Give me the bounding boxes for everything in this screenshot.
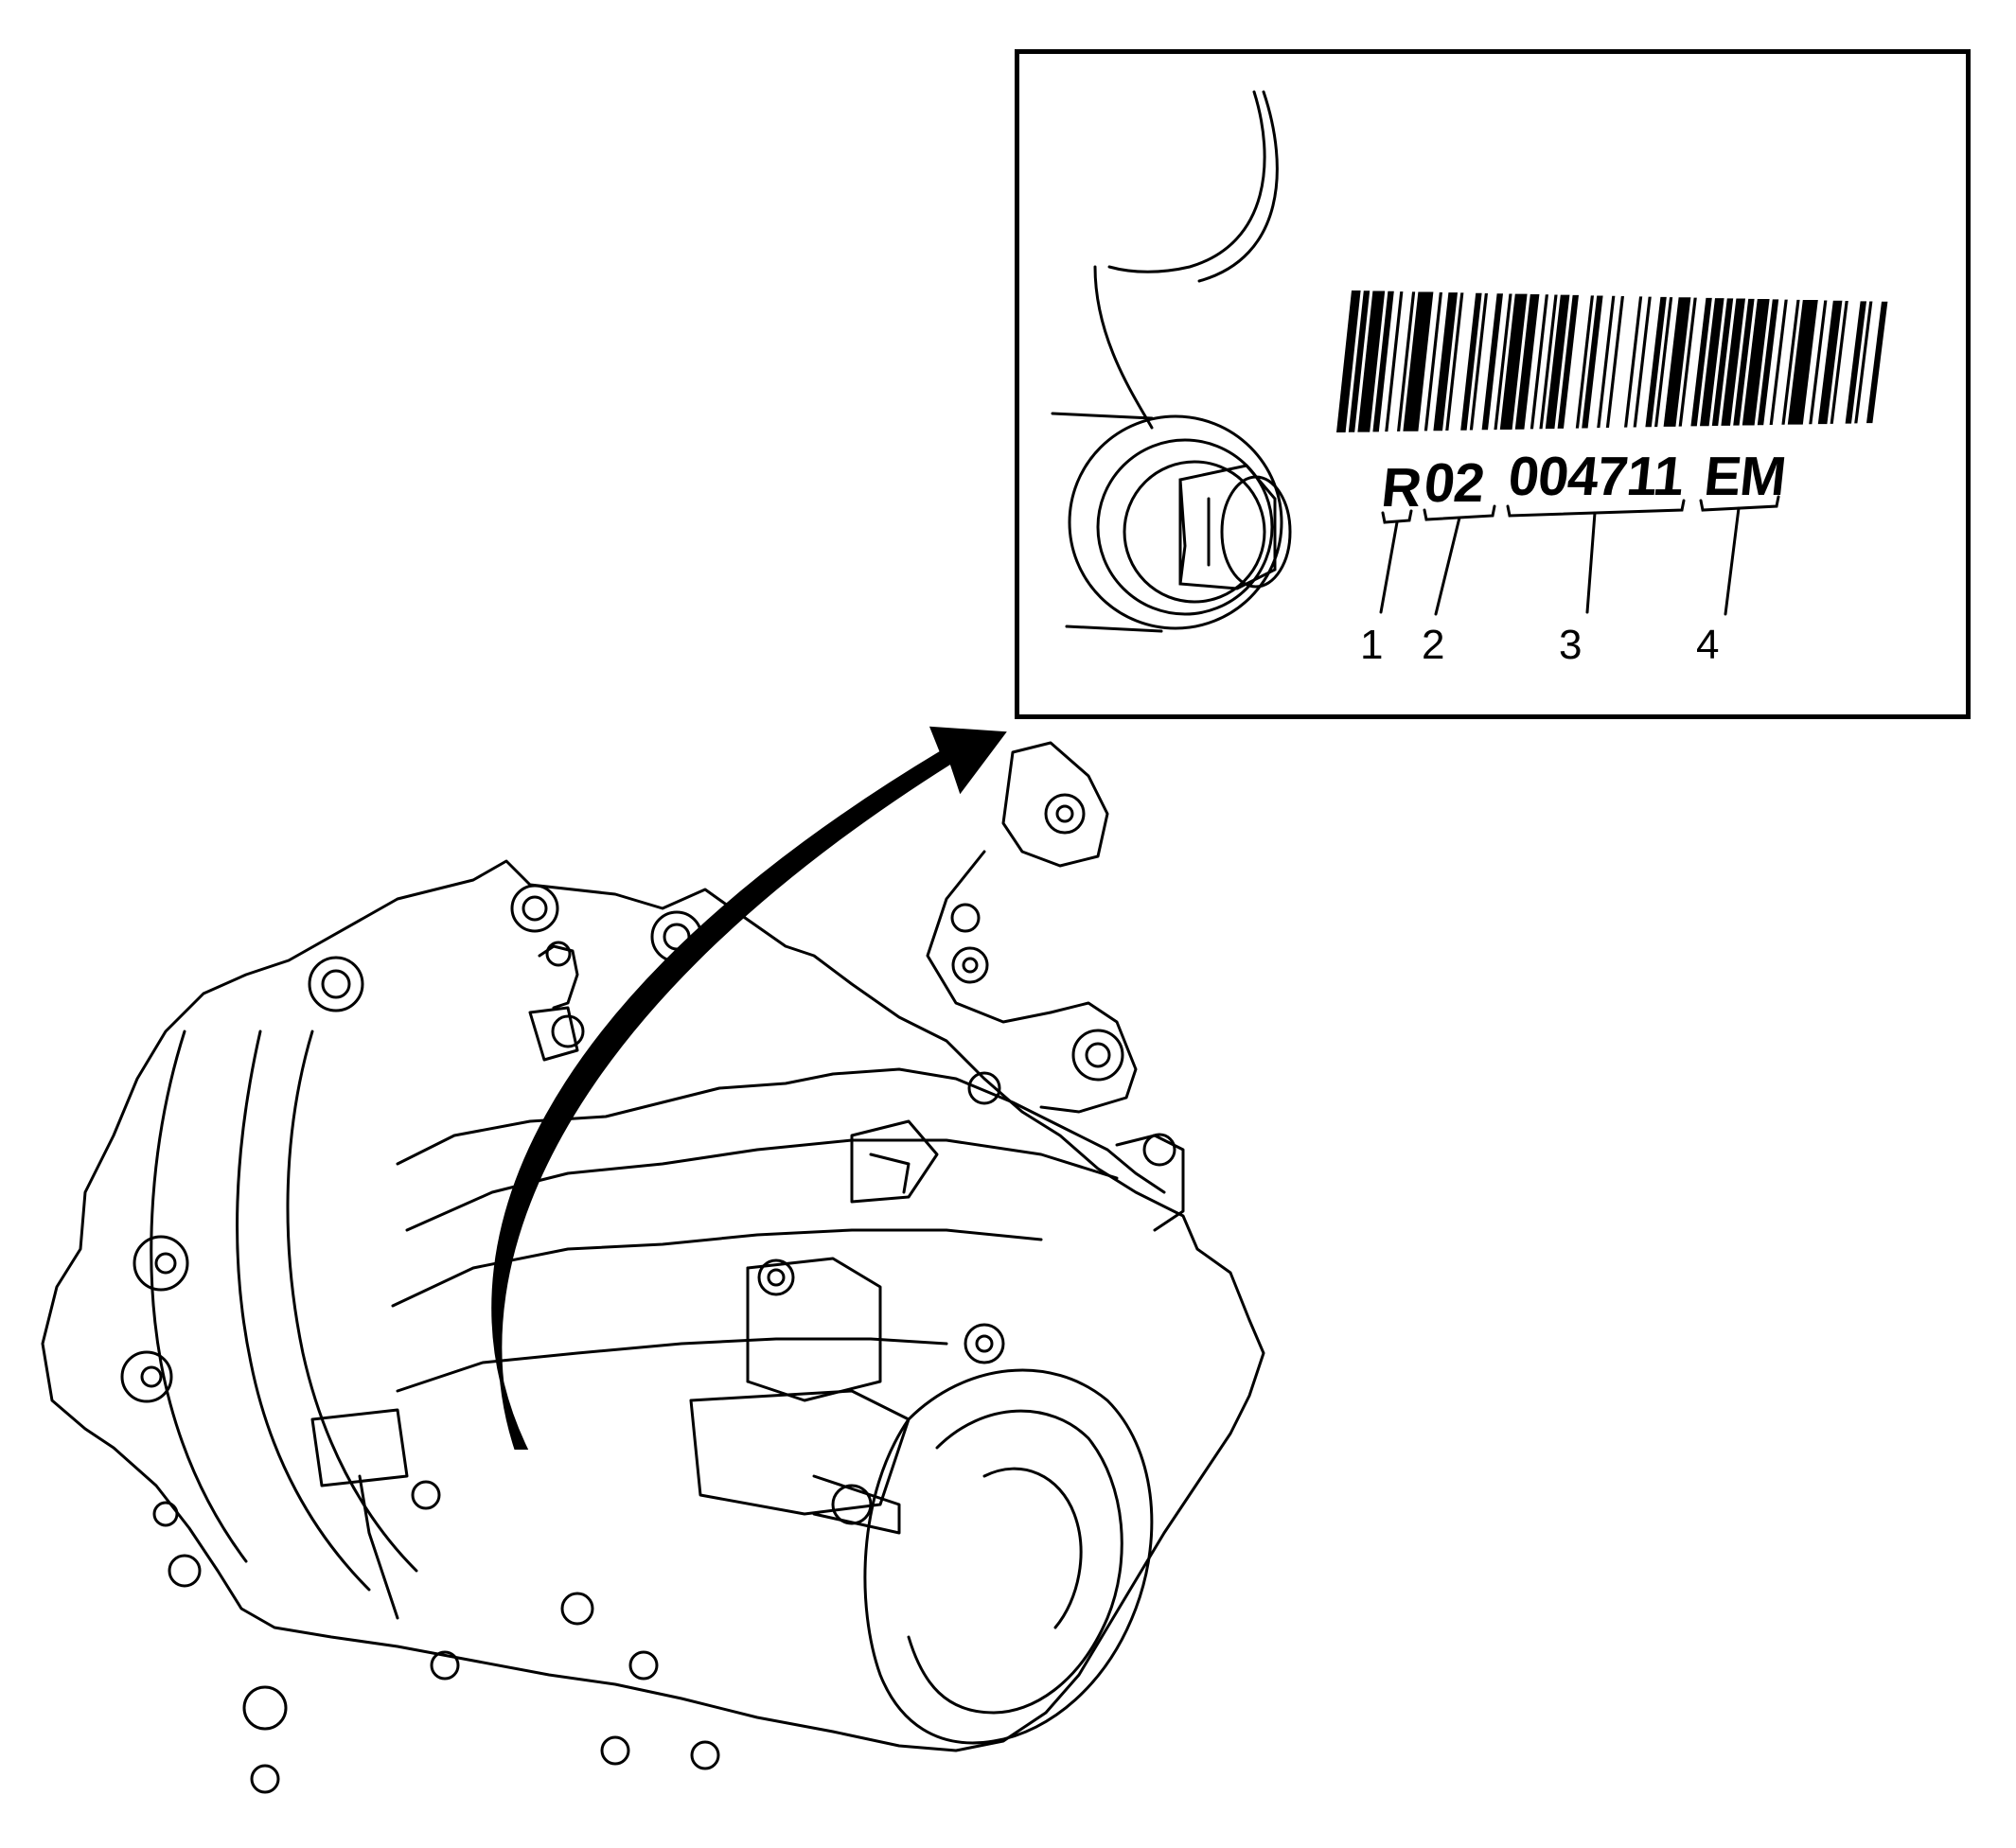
flange-outer (1068, 414, 1283, 630)
pointer-arrow (491, 726, 1007, 1450)
leader-2 (1434, 516, 1461, 616)
barcode-bar (1733, 298, 1755, 426)
barcode-bar (1757, 299, 1779, 426)
flange-inner (1123, 460, 1266, 604)
barcode-bar (1460, 292, 1482, 431)
barcode-bar (1397, 291, 1416, 431)
barcode (1336, 290, 1888, 432)
barcode-bar (1597, 295, 1616, 429)
barcode-bar (1721, 298, 1745, 426)
barcode-bar (1469, 292, 1488, 431)
barcode-bar (1645, 296, 1667, 428)
barcode-bar (1742, 299, 1770, 426)
callout-3: 3 (1559, 622, 1583, 668)
barcode-bar (1809, 300, 1828, 425)
barcode-bar (1445, 292, 1464, 431)
inset-drawing (1051, 90, 1888, 633)
barcode-bar (1781, 299, 1800, 425)
barcode-bar (1817, 300, 1843, 425)
barcode-bar (1633, 296, 1652, 428)
barcode-bar (1711, 298, 1734, 427)
barcode-bar (1481, 293, 1503, 431)
barcode-bar (1624, 296, 1643, 428)
barcode-bar (1575, 295, 1594, 429)
callout-1: 1 (1360, 622, 1384, 668)
barcode-bar (1545, 294, 1570, 430)
barcode-bar (1424, 291, 1442, 431)
barcode-bar (1494, 293, 1512, 431)
barcode-bar (1866, 301, 1888, 424)
leader-3 (1585, 511, 1597, 614)
barcode-bar (1530, 294, 1548, 430)
barcode-bar (1700, 298, 1724, 427)
barcode-bar (1582, 295, 1603, 429)
barcode-bar (1830, 300, 1848, 424)
barcode-bar (1787, 300, 1818, 425)
leader-1 (1379, 520, 1399, 614)
barcode-bar (1605, 295, 1624, 429)
code-segment-2: 02 (1421, 452, 1487, 514)
barcode-bar (1403, 291, 1434, 431)
barcode-bar (1678, 297, 1697, 427)
code-segment-1: R (1378, 457, 1424, 519)
barcode-bar (1557, 294, 1579, 429)
barcode-bar (1348, 290, 1371, 432)
code-segment-4: EM (1701, 446, 1789, 507)
barcode-bar (1336, 290, 1361, 432)
barcode-bar (1539, 294, 1558, 430)
detail-inset: R 02 004711 EM 1 2 3 4 (1015, 49, 1971, 719)
flange-mid (1096, 438, 1274, 616)
barcode-bar (1372, 290, 1394, 432)
barcode-bar (1690, 297, 1712, 427)
barcode-bar (1357, 290, 1386, 432)
barcode-bar (1654, 297, 1673, 428)
barcode-bar (1499, 293, 1528, 430)
leader-4 (1724, 506, 1741, 616)
callout-2: 2 (1422, 622, 1445, 668)
barcode-bar (1854, 301, 1873, 424)
barcode-bar (1663, 297, 1691, 427)
barcode-bar (1385, 291, 1404, 432)
barcode-bar (1845, 301, 1866, 424)
code-segment-3: 004711 (1505, 446, 1687, 507)
callout-4: 4 (1696, 622, 1720, 668)
barcode-bar (1514, 293, 1540, 430)
barcode-bar (1433, 292, 1458, 431)
barcode-bar (1769, 299, 1788, 425)
